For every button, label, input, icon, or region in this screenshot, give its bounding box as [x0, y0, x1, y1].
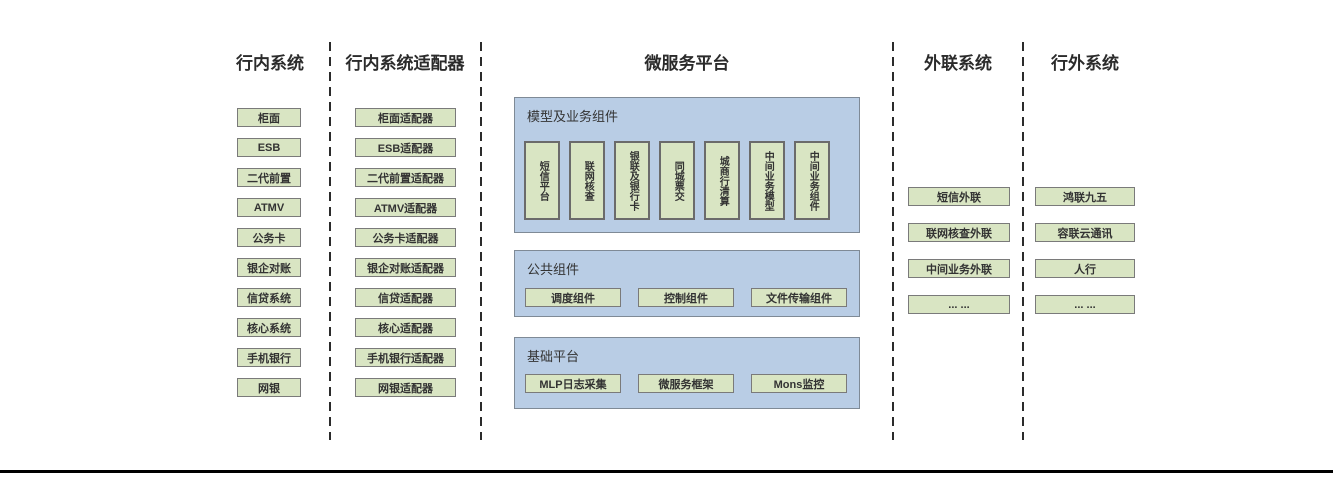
internal-system-box: 网银	[237, 378, 301, 397]
dashed-separator-2	[480, 42, 482, 440]
adapter-box: 银企对账适配器	[355, 258, 456, 277]
external-systems-column: 鸿联九五 容联云通讯 人行 ... ...	[1035, 187, 1135, 314]
internal-system-box: 柜面	[237, 108, 301, 127]
common-components-panel: 公共组件 调度组件 控制组件 文件传输组件	[514, 250, 860, 317]
internal-systems-column: 柜面 ESB 二代前置 ATMV 公务卡 银企对账 信贷系统 核心系统 手机银行…	[237, 108, 301, 397]
model-components-row: 短信平台 联网核查 银联及银行卡 同城票交 城商行清算 中间业务模型 中间业务组…	[524, 141, 830, 220]
outreach-system-box: 中间业务外联	[908, 259, 1010, 278]
outreach-systems-column: 短信外联 联网核查外联 中间业务外联 ... ...	[908, 187, 1010, 314]
internal-system-box: 手机银行	[237, 348, 301, 367]
adapter-box: 核心适配器	[355, 318, 456, 337]
model-component-box: 同城票交	[659, 141, 695, 220]
column-title-internal-systems: 行内系统	[236, 54, 304, 73]
external-system-box: ... ...	[1035, 295, 1135, 314]
panel-title: 公共组件	[527, 262, 580, 277]
external-system-box: 人行	[1035, 259, 1135, 278]
adapter-box: 信贷适配器	[355, 288, 456, 307]
model-component-box: 银联及银行卡	[614, 141, 650, 220]
adapters-column: 柜面适配器 ESB适配器 二代前置适配器 ATMV适配器 公务卡适配器 银企对账…	[355, 108, 456, 397]
internal-system-box: 核心系统	[237, 318, 301, 337]
base-platform-box: MLP日志采集	[525, 374, 621, 393]
model-component-box: 联网核查	[569, 141, 605, 220]
column-title-internal-adapters: 行内系统适配器	[345, 54, 465, 73]
common-component-box: 文件传输组件	[751, 288, 847, 307]
external-system-box: 容联云通讯	[1035, 223, 1135, 242]
model-component-box: 城商行清算	[704, 141, 740, 220]
internal-system-box: ESB	[237, 138, 301, 157]
model-component-box: 短信平台	[524, 141, 560, 220]
adapter-box: ESB适配器	[355, 138, 456, 157]
common-component-box: 调度组件	[525, 288, 621, 307]
internal-system-box: 信贷系统	[237, 288, 301, 307]
adapter-box: 柜面适配器	[355, 108, 456, 127]
common-component-box: 控制组件	[638, 288, 734, 307]
column-title-external-systems: 行外系统	[1051, 54, 1119, 73]
internal-system-box: 银企对账	[237, 258, 301, 277]
column-title-microservice-platform: 微服务平台	[644, 54, 730, 73]
dashed-separator-1	[329, 42, 331, 440]
bottom-divider-line	[0, 470, 1333, 473]
adapter-box: 手机银行适配器	[355, 348, 456, 367]
outreach-system-box: 短信外联	[908, 187, 1010, 206]
dashed-separator-3	[892, 42, 894, 440]
internal-system-box: 公务卡	[237, 228, 301, 247]
panel-title: 模型及业务组件	[527, 109, 619, 124]
model-business-components-panel: 模型及业务组件 短信平台 联网核查 银联及银行卡 同城票交 城商行清算 中间业务…	[514, 97, 860, 233]
model-component-box: 中间业务模型	[749, 141, 785, 220]
base-platform-box: 微服务框架	[638, 374, 734, 393]
column-title-outreach-systems: 外联系统	[924, 54, 992, 73]
external-system-box: 鸿联九五	[1035, 187, 1135, 206]
base-platform-row: MLP日志采集 微服务框架 Mons监控	[525, 374, 847, 393]
base-platform-box: Mons监控	[751, 374, 847, 393]
dashed-separator-4	[1022, 42, 1024, 440]
internal-system-box: ATMV	[237, 198, 301, 217]
panel-title: 基础平台	[527, 349, 580, 364]
adapter-box: ATMV适配器	[355, 198, 456, 217]
model-component-box: 中间业务组件	[794, 141, 830, 220]
adapter-box: 二代前置适配器	[355, 168, 456, 187]
adapter-box: 网银适配器	[355, 378, 456, 397]
base-platform-panel: 基础平台 MLP日志采集 微服务框架 Mons监控	[514, 337, 860, 409]
outreach-system-box: 联网核查外联	[908, 223, 1010, 242]
internal-system-box: 二代前置	[237, 168, 301, 187]
adapter-box: 公务卡适配器	[355, 228, 456, 247]
common-components-row: 调度组件 控制组件 文件传输组件	[525, 288, 847, 307]
outreach-system-box: ... ...	[908, 295, 1010, 314]
